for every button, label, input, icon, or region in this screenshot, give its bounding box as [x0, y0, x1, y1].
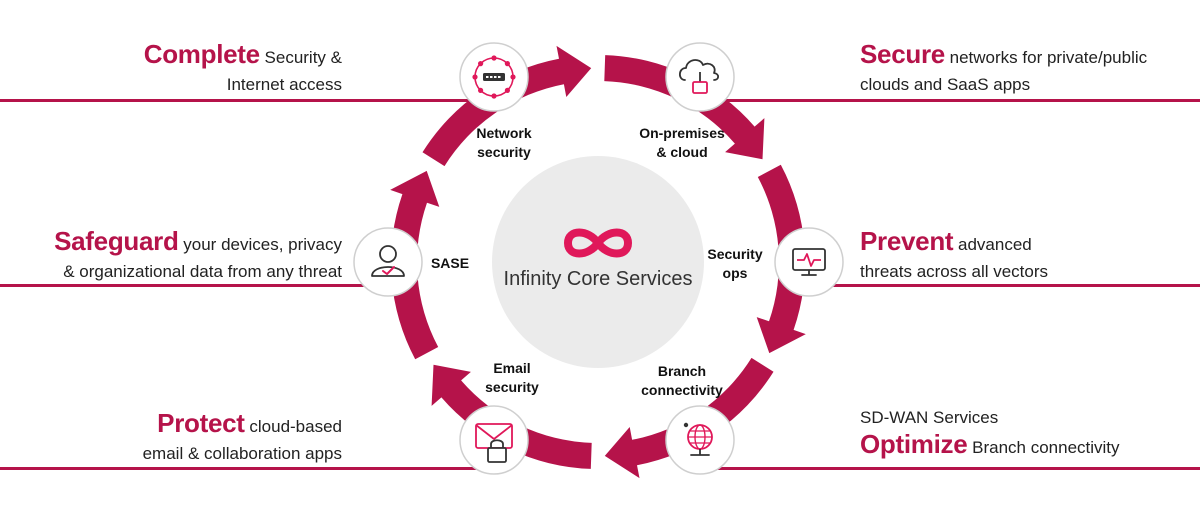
connector-line-protect	[0, 467, 480, 470]
callout-complete-line-1: Complete Security &	[143, 39, 342, 69]
node-network-security	[459, 42, 529, 112]
callout-keyword: Complete	[143, 39, 260, 69]
email-lock-icon	[475, 423, 513, 463]
node-branch-connectivity	[665, 405, 735, 475]
callout-keyword: Secure	[860, 39, 945, 69]
callout-secure: Secure networks for private/public cloud…	[860, 41, 1147, 98]
callout-keyword: Protect	[157, 408, 245, 438]
node-label-email-security: Email security	[485, 360, 539, 395]
connector-line-complete	[0, 99, 480, 102]
callout-safeguard-line-2: & organizational data from any threat	[63, 262, 342, 281]
monitor-pulse-icon	[792, 248, 826, 276]
user-check-icon	[371, 245, 405, 277]
callout-prevent-line-2: threats across all vectors	[860, 262, 1049, 281]
callout-optimize-pre-line: SD-WAN Services	[860, 408, 999, 427]
node-label-branch-connectivity: Branch connectivity	[641, 363, 723, 398]
node-email-security	[459, 405, 529, 475]
callout-safeguard: Safeguard your devices, privacy & organi…	[54, 228, 342, 285]
node-label-on-premises-cloud: On-premises & cloud	[639, 125, 725, 160]
callout-secure-line-1: Secure networks for private/public	[860, 39, 1148, 69]
node-on-premises-cloud	[665, 42, 735, 112]
callout-protect: Protect cloud-based email & collaboratio…	[143, 410, 342, 467]
callout-optimize-line-1: Optimize Branch connectivity	[860, 429, 1120, 459]
node-label-network-security: Network security	[476, 125, 532, 160]
node-sase	[353, 227, 423, 297]
callout-protect-line-1: Protect cloud-based	[157, 408, 342, 438]
connector-line-secure	[710, 99, 1200, 102]
connector-line-safeguard	[0, 284, 390, 287]
node-label-security-ops: Security ops	[707, 246, 763, 281]
node-security-ops	[774, 227, 844, 297]
cloud-lock-icon	[678, 59, 720, 94]
node-label-sase: SASE	[430, 255, 470, 271]
callout-prevent: Prevent advanced threats across all vect…	[860, 228, 1048, 285]
ring-arrow-top-left	[422, 45, 592, 167]
callout-protect-line-2: email & collaboration apps	[142, 444, 342, 463]
globe-network-icon	[683, 422, 713, 456]
callout-secure-line-2: clouds and SaaS apps	[860, 75, 1031, 94]
callout-complete-line-2: Internet access	[226, 75, 342, 94]
callout-keyword: Prevent	[860, 226, 954, 256]
callout-prevent-line-1: Prevent advanced	[860, 226, 1032, 256]
center-title: Infinity Core Services	[504, 268, 693, 290]
center-circle	[492, 156, 704, 368]
ring-arrow-bottom-left	[431, 364, 592, 469]
callout-keyword: Safeguard	[54, 226, 179, 256]
connector-line-optimize	[710, 467, 1200, 470]
connector-lines	[0, 99, 1200, 470]
connector-line-prevent	[812, 284, 1200, 287]
callout-complete: Complete Security & Internet access	[144, 41, 342, 98]
callout-keyword: Optimize	[860, 429, 968, 459]
ring-arrow-top-right	[604, 55, 765, 160]
infinity-icon	[564, 228, 632, 258]
ring-arrow-bottom-right	[604, 357, 774, 479]
callout-optimize: SD-WAN Services Optimize Branch connecti…	[860, 404, 1120, 461]
network-appliance-icon	[472, 55, 516, 99]
callout-safeguard-line-1: Safeguard your devices, privacy	[54, 226, 342, 256]
